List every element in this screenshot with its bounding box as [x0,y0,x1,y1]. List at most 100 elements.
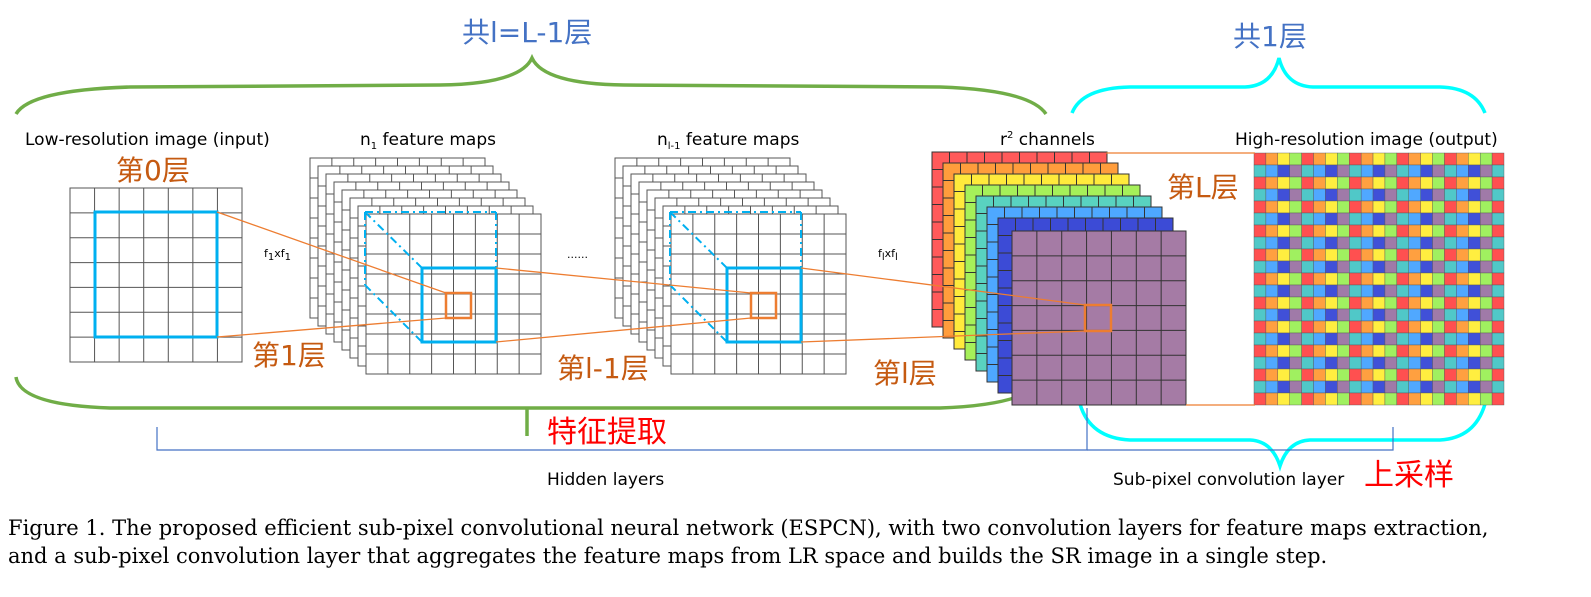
mosaic-pixel [1396,224,1409,238]
layer1-annotation: 第1层 [252,339,326,372]
mosaic-pixel [1277,200,1290,214]
mosaic-pixel [1360,212,1374,226]
mosaic-pixel [1337,284,1350,298]
mosaic-pixel [1444,176,1457,190]
mosaic-pixel [1337,176,1350,190]
feature-map-stack-1 [309,157,542,375]
mosaic-pixel [1372,284,1386,298]
mosaic-pixel [1479,188,1493,202]
mosaic-pixel [1384,212,1398,226]
subpixel-layer-label: Sub-pixel convolution layer [1113,470,1344,490]
mosaic-pixel [1313,152,1326,166]
mosaic-pixel [1408,176,1421,190]
mosaic-pixel [1325,248,1338,262]
mosaic-pixel [1479,164,1493,178]
mosaic-pixel [1456,224,1469,238]
mosaic-pixel [1491,320,1505,334]
mosaic-pixel [1456,308,1469,322]
mosaic-pixel [1325,152,1338,166]
mosaic-pixel [1289,224,1302,238]
mosaic-pixel [1420,368,1433,382]
mosaic-pixel [1384,152,1398,166]
mosaic-pixel [1289,392,1302,406]
n1-feature-maps-label: n1 feature maps [360,130,496,152]
mosaic-pixel [1337,248,1350,262]
top-left-group-annotation: 共l=L-1层 [462,16,592,49]
mosaic-pixel [1277,392,1290,406]
mosaic-pixel [1289,296,1302,310]
mosaic-pixel [1456,344,1469,358]
mosaic-pixel [1432,272,1445,286]
mosaic-pixel [1479,224,1493,238]
layer-L-annotation: 第L层 [1167,171,1239,204]
caption-line-2: and a sub-pixel convolution layer that a… [8,544,1328,568]
mosaic-pixel [1420,176,1433,190]
mosaic-pixel [1301,284,1314,298]
mosaic-pixel [1301,164,1314,178]
mosaic-pixel [1337,368,1350,382]
mosaic-pixel [1384,272,1398,286]
mosaic-pixel [1432,152,1445,166]
mosaic-pixel [1444,224,1457,238]
mosaic-pixel [1265,380,1279,394]
mosaic-pixel [1384,284,1398,298]
mosaic-pixel [1479,260,1493,274]
mosaic-pixel [1372,164,1386,178]
mosaic-pixel [1360,200,1374,214]
mosaic-pixel [1253,380,1267,394]
mosaic-pixel [1444,188,1457,202]
connector-lines [216,152,1255,406]
r2-channels-label: r2 channels [1000,130,1095,150]
mosaic-pixel [1325,380,1338,394]
mosaic-pixel [1408,164,1421,178]
mosaic-pixel [1325,392,1338,406]
mosaic-pixel [1479,176,1493,190]
mosaic-pixel [1253,392,1267,406]
mosaic-pixel [1301,368,1314,382]
mosaic-pixel [1420,284,1433,298]
mosaic-pixel [1289,368,1302,382]
mosaic-pixel [1277,248,1290,262]
mosaic-pixel [1325,260,1338,274]
mosaic-pixel [1360,296,1374,310]
mosaic-pixel [1432,320,1445,334]
mosaic-pixel [1408,212,1421,226]
ellipsis-label: ...... [567,248,588,261]
mosaic-pixel [1289,200,1302,214]
mosaic-pixel [1325,200,1338,214]
mosaic-pixel [1456,260,1469,274]
mosaic-pixel [1253,248,1267,262]
mosaic-pixel [1444,392,1457,406]
mosaic-pixel [1432,224,1445,238]
mosaic-pixel [1432,200,1445,214]
mosaic-pixel [1349,332,1362,346]
mosaic-pixel [1420,308,1433,322]
mosaic-pixel [1349,224,1362,238]
mosaic-pixel [1491,380,1505,394]
mosaic-pixel [1432,296,1445,310]
mosaic-pixel [1468,236,1481,250]
mosaic-pixel [1468,176,1481,190]
mosaic-pixel [1456,164,1469,178]
mosaic-pixel [1384,380,1398,394]
mosaic-pixel [1289,332,1302,346]
mosaic-pixel [1432,188,1445,202]
grid-frame [1011,230,1187,406]
mosaic-pixel [1384,188,1398,202]
mosaic-pixel [1289,344,1302,358]
mosaic-pixel [1456,188,1469,202]
mosaic-pixel [1432,332,1445,346]
mosaic-pixel [1456,332,1469,346]
mosaic-pixel [1468,224,1481,238]
kernel-size-label-1: f1xf1 [264,247,291,263]
mosaic-pixel [1265,284,1279,298]
mosaic-pixel [1265,356,1279,370]
mosaic-pixel [1372,248,1386,262]
mosaic-pixel [1325,308,1338,322]
mosaic-pixel [1313,236,1326,250]
mosaic-pixel [1468,152,1481,166]
mosaic-pixel [1301,320,1314,334]
mosaic-pixel [1313,224,1326,238]
mosaic-pixel [1491,296,1505,310]
mosaic-pixel [1396,380,1409,394]
